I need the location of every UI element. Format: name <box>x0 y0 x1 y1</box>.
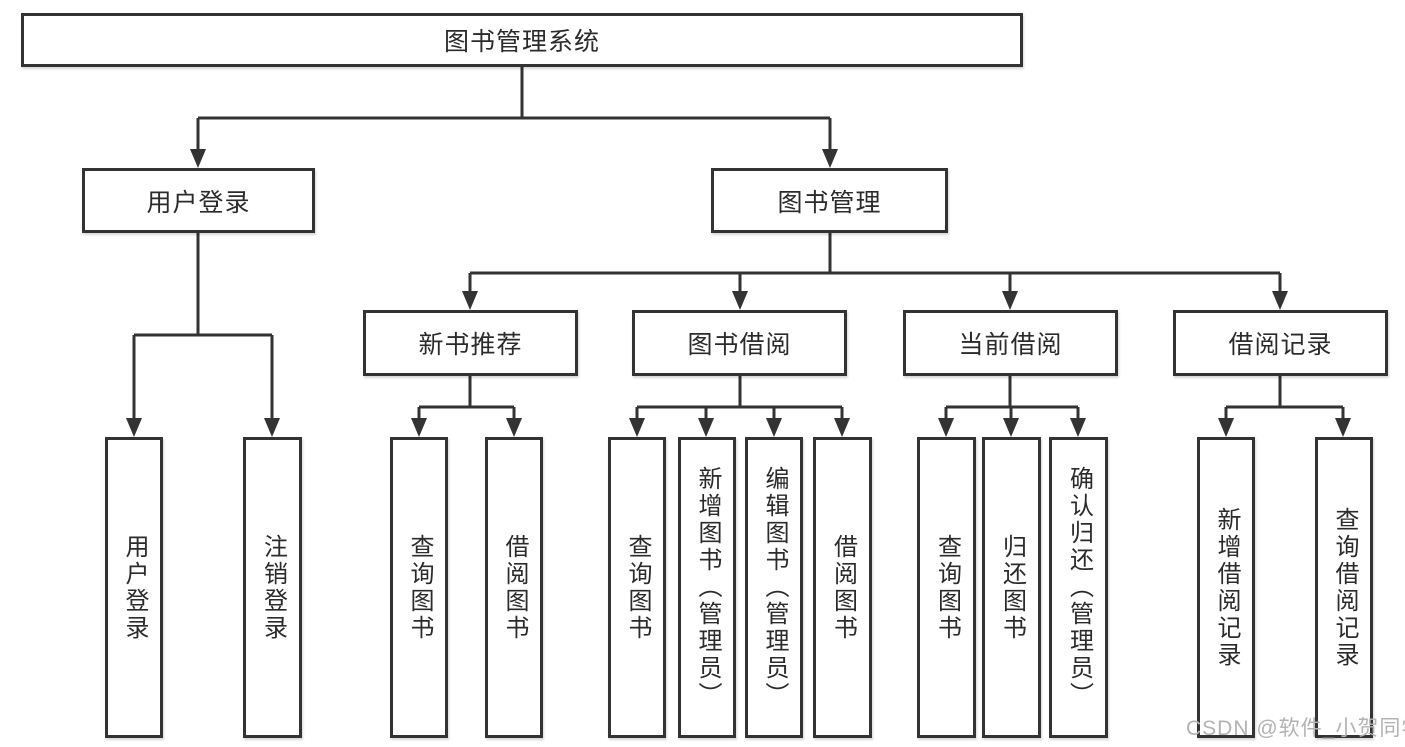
leaf-query-books-borrow: 查询图书 <box>608 437 666 738</box>
leaf-edit-book-admin: 编辑图书（管理员） <box>745 437 803 738</box>
leaf-logout: 注销登录 <box>243 437 302 738</box>
node-user-login-label: 用户登录 <box>146 188 251 217</box>
leaf-query-books-recommend: 查询图书 <box>390 437 448 738</box>
node-book-management: 图书管理 <box>711 168 948 233</box>
node-user-login: 用户登录 <box>82 168 315 233</box>
node-current-borrow-label: 当前借阅 <box>958 331 1063 359</box>
leaf-add-book-admin: 新增图书（管理员） <box>678 437 736 738</box>
leaf-query-borrow-record: 查询借阅记录 <box>1315 437 1373 738</box>
node-current-borrow: 当前借阅 <box>903 310 1118 376</box>
node-library-system: 图书管理系统 <box>21 13 1023 67</box>
node-book-borrow: 图书借阅 <box>632 310 847 376</box>
node-new-book-recommend-label: 新书推荐 <box>418 331 523 359</box>
watermark: CSDN @软件_小贺同学 <box>1186 717 1405 740</box>
node-book-borrow-label: 图书借阅 <box>687 331 792 359</box>
node-library-system-label: 图书管理系统 <box>443 28 600 56</box>
leaf-borrow-books-recommend: 借阅图书 <box>485 437 543 738</box>
leaf-add-borrow-record: 新增借阅记录 <box>1197 437 1255 738</box>
node-book-management-label: 图书管理 <box>777 188 882 217</box>
node-new-book-recommend: 新书推荐 <box>363 310 578 376</box>
leaf-user-login: 用户登录 <box>105 437 163 738</box>
leaf-borrow-books: 借阅图书 <box>813 437 872 738</box>
node-borrow-records-label: 借阅记录 <box>1228 331 1333 359</box>
leaf-confirm-return-admin: 确认归还（管理员） <box>1049 437 1108 738</box>
node-borrow-records: 借阅记录 <box>1173 310 1388 376</box>
leaf-query-books-current: 查询图书 <box>917 437 976 738</box>
leaf-return-books: 归还图书 <box>982 437 1041 738</box>
